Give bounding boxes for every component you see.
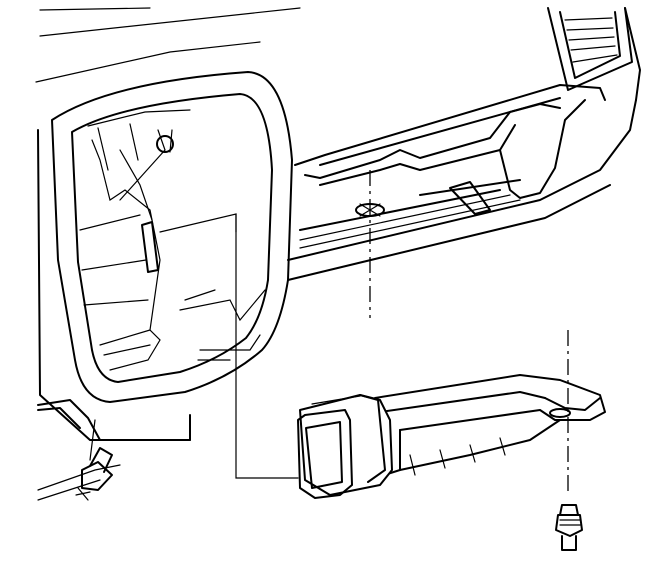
alignment-axis (119, 149, 569, 495)
instrument-panel (37, 71, 637, 441)
duct-outlet (297, 394, 393, 499)
fastener-screw (555, 504, 583, 551)
lower-duct (374, 374, 606, 479)
lower-left-trim (37, 399, 191, 501)
dash-top-edge (35, 7, 301, 83)
retaining-clip (75, 447, 113, 501)
center-air-vent (547, 7, 641, 101)
